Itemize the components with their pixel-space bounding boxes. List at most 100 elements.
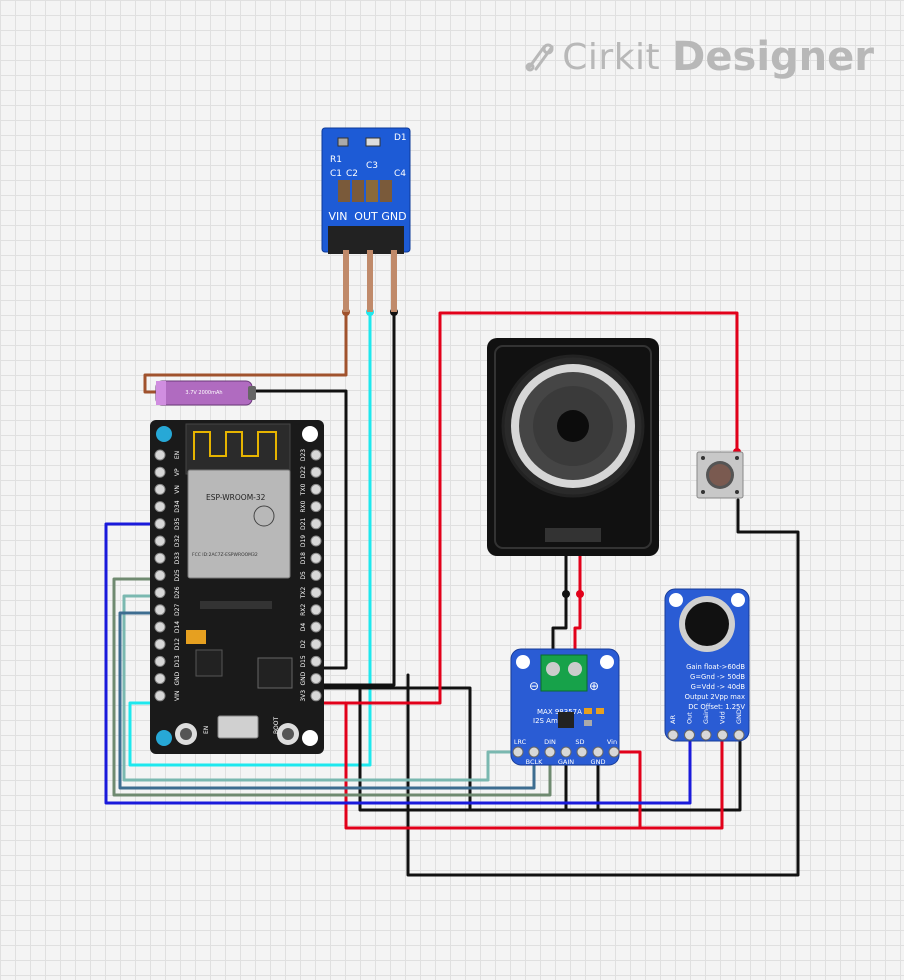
amp-pin[interactable]: [544, 746, 556, 758]
mic-note: DC Offset: 1.25V: [688, 703, 745, 711]
esp-pin-right-d4[interactable]: [310, 621, 322, 633]
amp-pin-label-gain: GAIN: [558, 758, 574, 766]
esp-pin-right-d19[interactable]: [310, 535, 322, 547]
svg-text:C3: C3: [366, 161, 378, 171]
esp-pin-right-rx2[interactable]: [310, 604, 322, 616]
esp-pin-left-d27[interactable]: [154, 604, 166, 616]
wire-speaker-pos[interactable]: [573, 553, 582, 652]
amp-pin[interactable]: [512, 746, 524, 758]
mic-pin-ar[interactable]: [667, 729, 679, 741]
esp-pin-left-d14[interactable]: [154, 621, 166, 633]
esp-pin-label: VIN: [174, 691, 181, 701]
wire-black-gnd-bus[interactable]: [314, 683, 742, 812]
svg-text:C4: C4: [394, 169, 406, 179]
mic-pin-gain[interactable]: [700, 729, 712, 741]
esp-pin-right-tx2[interactable]: [310, 587, 322, 599]
esp32-devkit[interactable]: ESP-WROOM-32 FCC ID:2AC7Z-ESPWROOM32 EN …: [150, 420, 324, 754]
svg-text:C1: C1: [330, 169, 342, 179]
esp-pin-right-d15[interactable]: [310, 655, 322, 667]
amp-pin-label-bclk: BCLK: [526, 758, 544, 766]
wire-brown-reg-vin-battery[interactable]: [143, 310, 348, 394]
esp-pin-left-d34[interactable]: [154, 501, 166, 513]
push-button[interactable]: [696, 451, 744, 499]
esp-pin-label: RX2: [300, 604, 307, 616]
wire-black-gnd-amp[interactable]: [314, 686, 472, 812]
esp-pin-left-gnd[interactable]: [154, 673, 166, 685]
regulator-silk-marks: R1 C1 C2 C3 C4 D1: [330, 133, 407, 179]
esp-pin-label: D26: [174, 586, 181, 598]
esp-pin-left-d33[interactable]: [154, 552, 166, 564]
esp-pin-label: D33: [174, 552, 181, 564]
esp-pin-right-rx0[interactable]: [310, 501, 322, 513]
lithium-battery[interactable]: 3.7V 2000mAh: [155, 380, 256, 406]
wire-greygreen-d25-din[interactable]: [112, 577, 552, 797]
esp-pin-right-d5[interactable]: [310, 569, 322, 581]
esp-pin-label: D32: [174, 535, 181, 547]
wire-black-reg-gnd[interactable]: [314, 310, 396, 687]
wire-speaker-neg[interactable]: [551, 553, 568, 652]
amp-pin-label-vin: Vin: [607, 738, 617, 746]
mic-pin-out[interactable]: [684, 729, 695, 741]
wire-black-button[interactable]: [406, 498, 800, 877]
amp-pin-label-sd: SD: [575, 738, 584, 746]
esp-pin-label: TX2: [300, 587, 307, 600]
esp-cert-text: FCC ID:2AC7Z-ESPWROOM32: [192, 552, 258, 558]
esp-pin-right-tx0[interactable]: [310, 483, 322, 495]
mic-pin-gnd[interactable]: [733, 729, 745, 741]
esp-pin-left-d26[interactable]: [154, 587, 166, 599]
esp-pin-right-d18[interactable]: [310, 552, 322, 564]
esp-pin-left-d25[interactable]: [154, 569, 166, 581]
esp-pin-left-vp[interactable]: [154, 466, 166, 478]
mic-pin-label: AR: [669, 715, 677, 724]
battery-text: 3.7V 2000mAh: [185, 390, 222, 396]
esp-pin-left-d32[interactable]: [154, 535, 166, 547]
esp-pin-label: D13: [174, 655, 181, 667]
mic-pin-label: GND: [735, 709, 743, 724]
amp-pin-label-lrc: LRC: [514, 738, 527, 746]
esp-pin-right-d23[interactable]: [310, 449, 322, 461]
wire-red-amp-vin[interactable]: [612, 750, 642, 830]
esp-pin-label: D23: [300, 449, 307, 461]
amp-pin[interactable]: [560, 746, 572, 758]
mic-pin-vdd[interactable]: [717, 729, 728, 741]
amp-pin[interactable]: [528, 746, 540, 758]
esp-pin-label: D34: [174, 500, 181, 512]
esp-pin-left-en[interactable]: [154, 449, 166, 461]
esp-pin-label: RX0: [300, 500, 307, 512]
esp-pin-label: D2: [300, 640, 307, 649]
wire-red-button[interactable]: [314, 311, 739, 705]
wire-blue-d35-mic-out[interactable]: [104, 522, 692, 805]
esp-pin-label: GND: [300, 671, 307, 685]
esp-pin-right-d22[interactable]: [310, 466, 322, 478]
max98357a-amplifier[interactable]: ⊖ ⊕ MAX 98357AI2S Amp LRCDINSDVinBCLKGAI…: [510, 648, 620, 766]
esp-pin-right-d2[interactable]: [310, 638, 322, 650]
esp-pin-label: 3V3: [300, 690, 307, 702]
regulator-label-out: OUT: [354, 210, 378, 223]
esp-pin-left-d35[interactable]: [154, 518, 166, 530]
amp-pin[interactable]: [576, 746, 588, 758]
mic-note: Gain float->60dB: [686, 663, 745, 671]
esp-pin-left-vin[interactable]: [154, 690, 166, 702]
wire-black-battery-neg[interactable]: [250, 389, 348, 670]
esp-pin-label: GND: [174, 671, 181, 685]
esp-pin-left-d12[interactable]: [154, 638, 166, 650]
mic-note: G=Vdd -> 40dB: [691, 683, 746, 691]
esp-pin-right-d21[interactable]: [310, 518, 322, 530]
amp-pin[interactable]: [608, 746, 620, 758]
esp-pin-right-3v3[interactable]: [310, 690, 322, 702]
regulator-label-vin: VIN: [329, 210, 348, 223]
wire-teal-d26-lrc[interactable]: [122, 594, 520, 782]
cirkit-logo-icon: [525, 43, 554, 72]
svg-text:D1: D1: [394, 133, 407, 143]
esp-pin-right-gnd[interactable]: [310, 673, 322, 685]
esp-pin-left-d13[interactable]: [154, 655, 166, 667]
wire-slate-d27-bclk[interactable]: [118, 611, 536, 790]
esp-pin-left-vn[interactable]: [154, 483, 166, 495]
amp-pin[interactable]: [592, 746, 604, 758]
wire-cyan-reg-out-esp-vin[interactable]: [128, 310, 372, 767]
voltage-regulator-module[interactable]: R1 C1 C2 C3 C4 D1 VIN OUT GND: [321, 127, 411, 312]
speaker[interactable]: [487, 338, 659, 556]
